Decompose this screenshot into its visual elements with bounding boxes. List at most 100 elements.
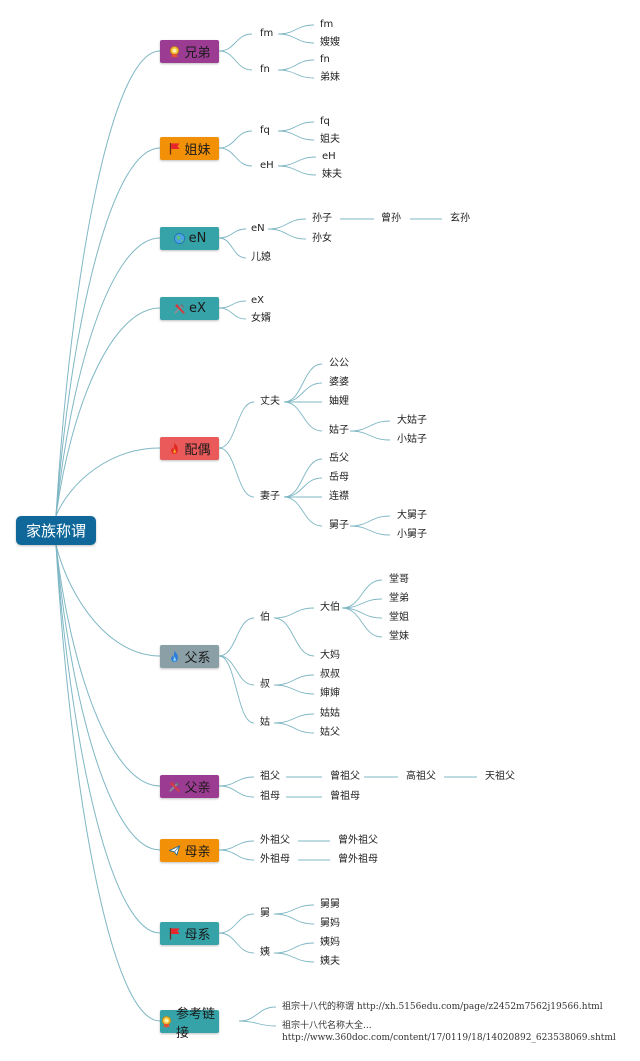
node-fm-leaf[interactable]: fm xyxy=(320,19,334,30)
category-father[interactable]: 父亲 xyxy=(160,775,219,798)
reference-link-2-title[interactable]: 祖宗十八代名称大全... xyxy=(282,1021,372,1031)
node-dama[interactable]: 大妈 xyxy=(320,650,340,661)
category-ex[interactable]: eX xyxy=(160,297,219,320)
node-grandson[interactable]: 孙子 xyxy=(312,213,332,224)
node-popo[interactable]: 婆婆 xyxy=(329,377,349,388)
node-husband[interactable]: 丈夫 xyxy=(260,396,280,407)
node-jiuma[interactable]: 舅妈 xyxy=(320,918,340,929)
node-zengzumu[interactable]: 曾祖母 xyxy=(330,791,360,802)
connector-line xyxy=(218,849,255,861)
category-paternal[interactable]: 父系 xyxy=(160,645,219,668)
node-shenshen[interactable]: 婶婶 xyxy=(320,688,340,699)
reference-link-2-url[interactable]: http://www.360doc.com/content/17/0119/18… xyxy=(282,1033,616,1043)
connector-line xyxy=(273,617,315,657)
category-label: 配偶 xyxy=(184,443,211,458)
node-xiao-jiuzi[interactable]: 小舅子 xyxy=(397,529,427,540)
connector-line xyxy=(277,24,315,35)
node-guzi[interactable]: 姑子 xyxy=(329,425,349,436)
node-zufu[interactable]: 祖父 xyxy=(260,771,280,782)
node-sister-husband[interactable]: 妹夫 xyxy=(322,169,342,180)
node-jiu[interactable]: 舅 xyxy=(260,908,270,919)
node-zengzufu[interactable]: 曾祖父 xyxy=(330,771,360,782)
node-fq-leaf[interactable]: fq xyxy=(320,116,330,127)
node-daughter-in-law[interactable]: 儿媳 xyxy=(251,252,271,263)
node-da-guzi[interactable]: 大姑子 xyxy=(397,415,427,426)
node-tangjie[interactable]: 堂姐 xyxy=(389,612,409,623)
connector-line xyxy=(283,382,323,403)
node-gonggong[interactable]: 公公 xyxy=(329,358,349,369)
tools-icon xyxy=(168,780,181,793)
connector-line xyxy=(238,1006,277,1022)
connector-line xyxy=(218,147,253,167)
connector-line xyxy=(341,607,383,619)
node-waizufu[interactable]: 外祖父 xyxy=(260,835,290,846)
node-bo[interactable]: 伯 xyxy=(260,612,270,623)
node-shu[interactable]: 叔 xyxy=(260,679,270,690)
node-fn-leaf[interactable]: fn xyxy=(320,54,330,65)
connector-line xyxy=(349,430,391,441)
node-gu[interactable]: 姑 xyxy=(260,717,270,728)
category-refs[interactable]: 参考链接 xyxy=(160,1007,219,1041)
flame-icon xyxy=(168,442,181,455)
node-great-great-grandson[interactable]: 玄孙 xyxy=(450,213,470,224)
node-zhouli[interactable]: 妯娌 xyxy=(329,396,349,407)
flame-blue-icon xyxy=(168,650,181,663)
node-gaozufu[interactable]: 高祖父 xyxy=(406,771,436,782)
node-yuefu[interactable]: 岳父 xyxy=(329,453,349,464)
category-brothers[interactable]: 兄弟 xyxy=(160,40,219,63)
node-yima[interactable]: 姨妈 xyxy=(320,937,340,948)
node-zumu[interactable]: 祖母 xyxy=(260,791,280,802)
node-jiujiu[interactable]: 舅舅 xyxy=(320,899,340,910)
category-maternal[interactable]: 母系 xyxy=(160,922,219,945)
node-fn[interactable]: fn xyxy=(260,64,270,75)
node-granddaughter[interactable]: 孙女 xyxy=(312,233,332,244)
connector-line xyxy=(218,237,247,259)
node-tangge[interactable]: 堂哥 xyxy=(389,574,409,585)
connector-line xyxy=(218,840,255,851)
node-sister-in-law[interactable]: 嫂嫂 xyxy=(320,37,340,48)
category-label: 母系 xyxy=(184,928,211,943)
node-fq[interactable]: fq xyxy=(260,125,270,136)
node-yifu[interactable]: 姨夫 xyxy=(320,956,340,967)
node-en[interactable]: eN xyxy=(251,223,265,234)
node-jiuzi[interactable]: 舅子 xyxy=(329,520,349,531)
node-yuemu[interactable]: 岳母 xyxy=(329,472,349,483)
node-eh-leaf[interactable]: eH xyxy=(322,151,336,162)
category-sisters[interactable]: 姐妹 xyxy=(160,137,219,160)
connector-line xyxy=(277,156,317,167)
node-brother-wife[interactable]: 弟妹 xyxy=(320,72,340,83)
node-zengwaizumu[interactable]: 曾外祖母 xyxy=(338,854,378,865)
category-mother[interactable]: 母亲 xyxy=(160,839,219,862)
node-da-jiuzi[interactable]: 大舅子 xyxy=(397,510,427,521)
category-en[interactable]: eN xyxy=(160,227,219,250)
reference-link-1[interactable]: 祖宗十八代的称谓 http://xh.5156edu.com/page/z245… xyxy=(282,1002,603,1012)
connector-line xyxy=(273,674,315,686)
root-node[interactable]: 家族称谓 xyxy=(16,516,96,545)
node-gugu[interactable]: 姑姑 xyxy=(320,708,340,719)
node-zengwaizufu[interactable]: 曾外祖父 xyxy=(338,835,378,846)
node-dabo[interactable]: 大伯 xyxy=(320,602,340,613)
node-fm[interactable]: fm xyxy=(260,28,274,39)
node-great-grandson[interactable]: 曾孙 xyxy=(381,213,401,224)
category-spouse[interactable]: 配偶 xyxy=(160,437,219,460)
node-son-in-law[interactable]: 女婿 xyxy=(251,313,271,324)
node-brother-in-law[interactable]: 姐夫 xyxy=(320,134,340,145)
node-lianjin[interactable]: 连襟 xyxy=(329,491,349,502)
node-gufu[interactable]: 姑父 xyxy=(320,727,340,738)
category-label: eN xyxy=(188,231,207,246)
node-xiao-guzi[interactable]: 小姑子 xyxy=(397,434,427,445)
node-yi[interactable]: 姨 xyxy=(260,947,270,958)
connector-line xyxy=(349,525,391,536)
node-eh[interactable]: eH xyxy=(260,160,274,171)
root-connector xyxy=(55,447,161,517)
node-tangdi[interactable]: 堂弟 xyxy=(389,593,409,604)
root-connector xyxy=(55,544,161,934)
node-tangmei[interactable]: 堂妹 xyxy=(389,631,409,642)
node-waizumu[interactable]: 外祖母 xyxy=(260,854,290,865)
node-tianzufu[interactable]: 天祖父 xyxy=(485,771,515,782)
root-connector xyxy=(55,307,161,517)
node-shushu[interactable]: 叔叔 xyxy=(320,669,340,680)
node-ex[interactable]: eX xyxy=(251,295,265,306)
node-wife[interactable]: 妻子 xyxy=(260,491,280,502)
root-connector xyxy=(55,237,161,517)
